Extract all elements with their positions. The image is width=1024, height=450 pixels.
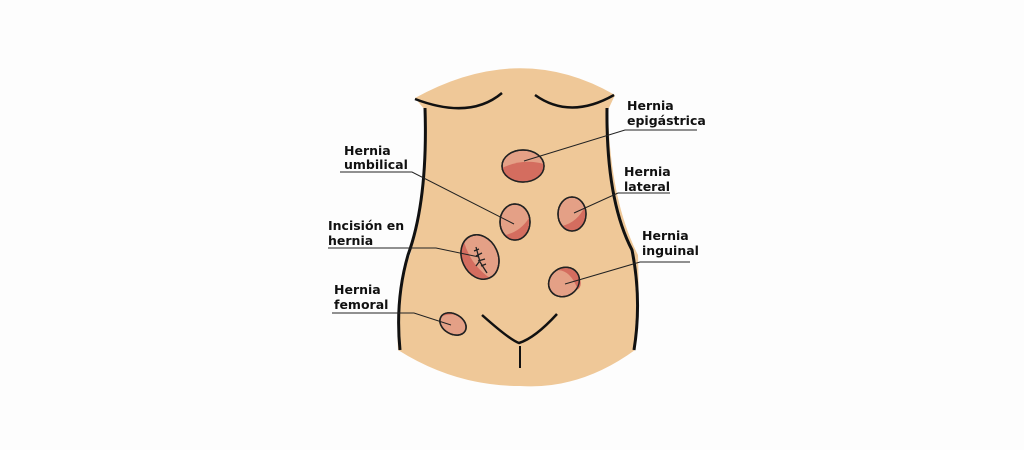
leader-lateral [573,192,670,214]
groin-line [481,313,558,345]
leader-femoral [332,312,452,326]
label-incision-1: Incisión en [328,218,404,233]
label-inguinal-1: Hernia [642,228,689,243]
hernia-epigastrica [501,149,545,183]
label-lateral-2: lateral [624,179,670,194]
leader-umbilical [340,171,515,225]
torso-right-outline [605,107,640,351]
label-incision-2: hernia [328,233,373,248]
leader-inguinal [564,261,690,285]
label-epigastrica-1: Hernia [627,98,674,113]
label-umbilical-2: umbilical [344,157,408,172]
hernia-inguinal [547,266,581,298]
hernia-femoral [439,312,467,336]
label-femoral-2: femoral [334,297,388,312]
label-lateral-1: Hernia [624,164,671,179]
label-inguinal-2: inguinal [642,243,699,258]
incision-scar-icon [473,246,488,274]
left-chest-line [414,92,503,110]
leader-epigastrica [523,129,697,162]
hernia-umbilical [499,203,531,241]
label-femoral-1: Hernia [334,282,381,297]
torso-left-outline [397,107,427,351]
label-umbilical-1: Hernia [344,143,391,158]
right-chest-line [534,93,615,109]
hernia-incision [460,234,500,280]
leader-incision [328,247,480,258]
label-epigastrica-2: epigástrica [627,113,706,128]
hernia-lateral [557,196,587,232]
